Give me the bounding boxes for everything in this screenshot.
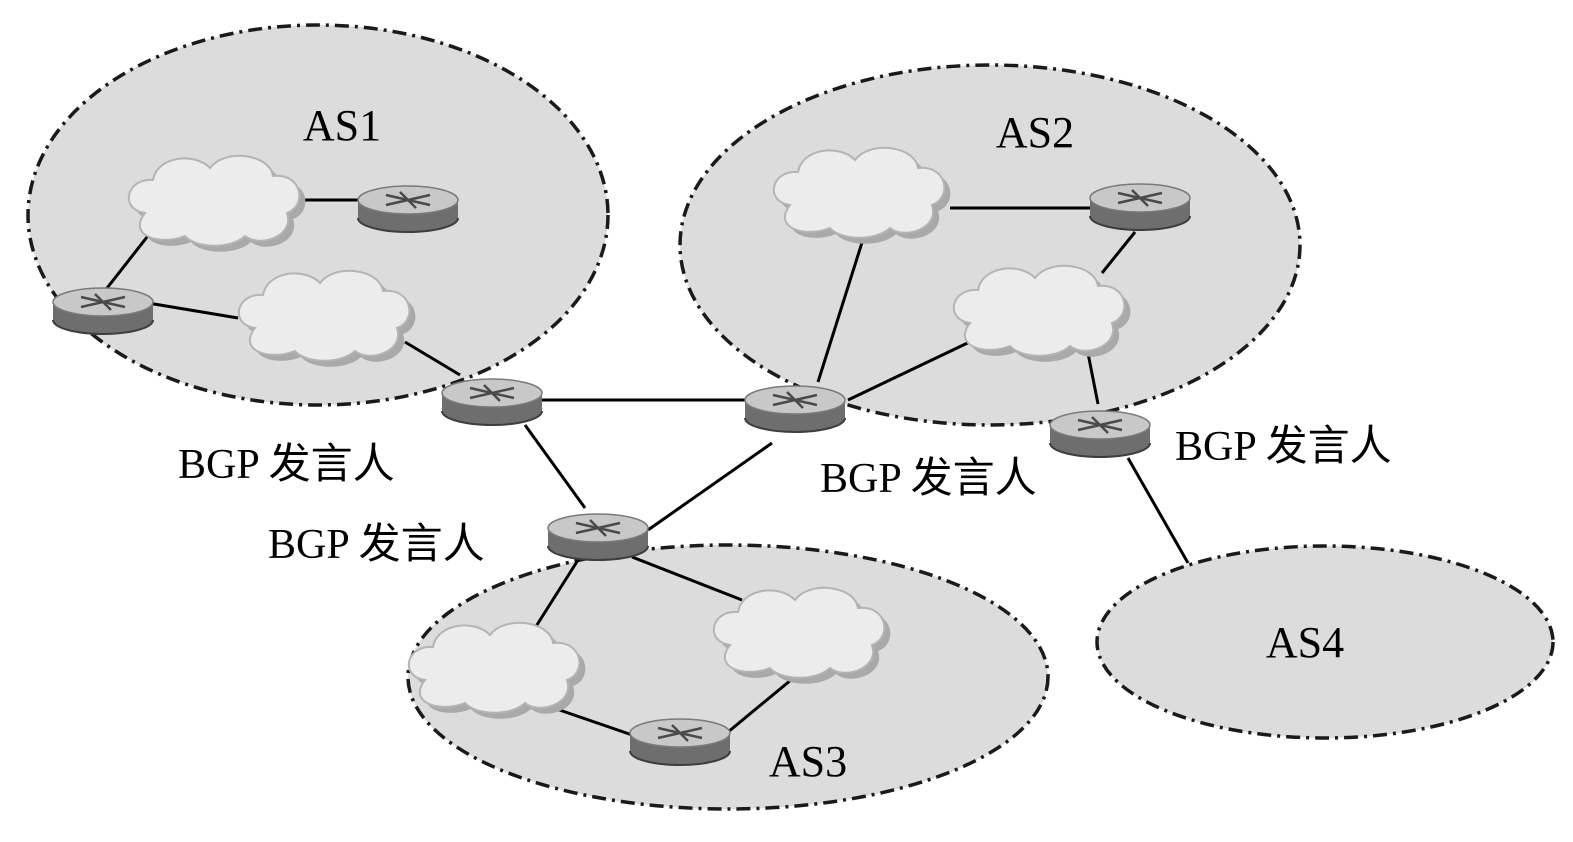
- link-as1-as3-speakers: [523, 424, 587, 509]
- link-as2-speaker-cloud2: [847, 336, 979, 402]
- link-as2-router-cloud2: [1100, 231, 1137, 274]
- router-icon: [1088, 182, 1192, 232]
- bgp-speaker-label-as3: BGP 发言人: [268, 522, 485, 568]
- router-icon: [546, 512, 650, 562]
- as3-region: [406, 543, 1050, 811]
- bgp-speaker-label-as2-right: BGP 发言人: [1175, 424, 1392, 470]
- as4-region: [1095, 544, 1555, 740]
- as4-label: AS4: [1266, 618, 1344, 667]
- as3-label: AS3: [769, 737, 847, 786]
- link-as3-cloud2-router: [721, 673, 798, 739]
- link-as2-as4: [1126, 457, 1190, 564]
- link-as2-speaker-cloud1: [816, 232, 867, 383]
- router-icon: [51, 286, 155, 336]
- link-as2-as3-speakers: [647, 441, 773, 532]
- router-icon: [440, 377, 544, 427]
- router-icon: [743, 384, 847, 434]
- bgp-speaker-label-as1: BGP 发言人: [178, 442, 395, 488]
- router-icon: [356, 184, 460, 234]
- bgp-speaker-label-as2-left: BGP 发言人: [820, 456, 1037, 502]
- as2-label: AS2: [996, 108, 1074, 157]
- as2-region: [678, 63, 1302, 427]
- link-as1-router-cloud2: [147, 301, 239, 320]
- link-as3-speaker-cloud2: [631, 555, 743, 602]
- link-as3-speaker-cloud1: [533, 559, 580, 629]
- link-as1-cloud2-speaker: [404, 340, 461, 377]
- router-icon: [1048, 409, 1152, 459]
- router-icon: [628, 717, 732, 767]
- network-links: [98, 198, 1190, 739]
- as1-region: [26, 23, 610, 407]
- as1-label: AS1: [303, 101, 381, 150]
